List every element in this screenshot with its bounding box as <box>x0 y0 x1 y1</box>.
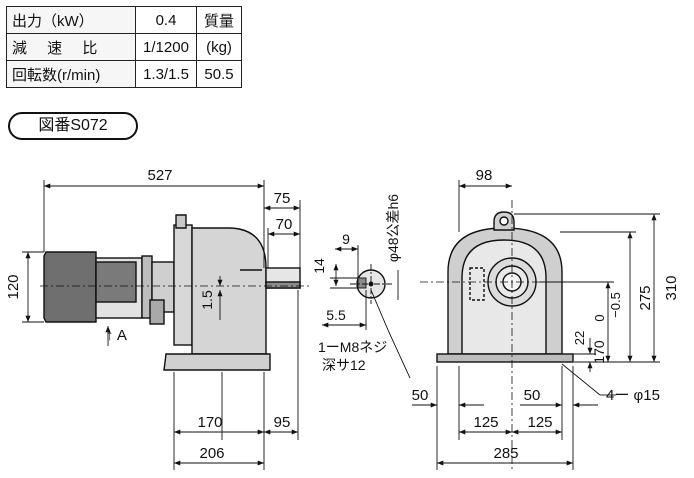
speed-label: 回転数(r/min) <box>6 60 136 88</box>
output-value: 0.4 <box>135 6 197 34</box>
dim-50-left: 50 <box>412 387 429 404</box>
arrow-a-label: ↑ A <box>106 327 127 344</box>
dim-120: 120 <box>5 274 22 299</box>
spec-table: 出力（kW） 0.4 質量 減 速 比 1/1200 (kg) 回転数(r/mi… <box>6 6 242 88</box>
dim-98: 98 <box>476 167 493 184</box>
dim-9: 9 <box>342 231 350 247</box>
dim-22: 22 <box>572 331 587 345</box>
dim-1-5: 1.5 <box>199 290 215 310</box>
front-view <box>420 200 580 470</box>
tap-label-1: 1ーM8ネジ <box>318 339 387 355</box>
speed-value: 1.3/1.5 <box>135 60 197 88</box>
dim-285: 285 <box>493 445 518 462</box>
side-view <box>40 214 312 371</box>
side-dimensions <box>22 180 301 470</box>
dim-50-right: 50 <box>524 387 541 404</box>
dim-170-front: 170 <box>591 340 607 364</box>
tolerance-0: 0 <box>592 314 607 321</box>
output-label: 出力（kW） <box>6 6 136 34</box>
ratio-label: 減 速 比 <box>6 33 136 61</box>
dim-170-side: 170 <box>197 414 222 431</box>
tolerance-minus: −0.5 <box>608 292 623 318</box>
dim-75: 75 <box>274 190 291 207</box>
dim-125-left: 125 <box>473 414 498 431</box>
dim-527: 527 <box>147 167 172 184</box>
dim-5-5: 5.5 <box>326 307 346 323</box>
dim-70: 70 <box>276 216 293 233</box>
dim-206: 206 <box>199 445 224 462</box>
holes-label: 4ー φ15 <box>606 387 660 404</box>
drawing-number-badge: 図番S072 <box>8 112 138 140</box>
dim-14: 14 <box>311 258 327 274</box>
shaft-diameter-label: φ48公差h6 <box>385 194 401 262</box>
tap-label-2: 深サ12 <box>322 357 366 373</box>
mass-label: 質量 <box>196 6 242 34</box>
mass-unit: (kg) <box>196 33 242 61</box>
dim-310: 310 <box>663 275 680 300</box>
shaft-detail <box>322 245 411 379</box>
mass-value: 50.5 <box>196 60 242 88</box>
dim-125-right: 125 <box>527 414 552 431</box>
dim-95: 95 <box>274 414 291 431</box>
dim-275: 275 <box>637 285 654 310</box>
front-dimensions <box>412 180 660 470</box>
